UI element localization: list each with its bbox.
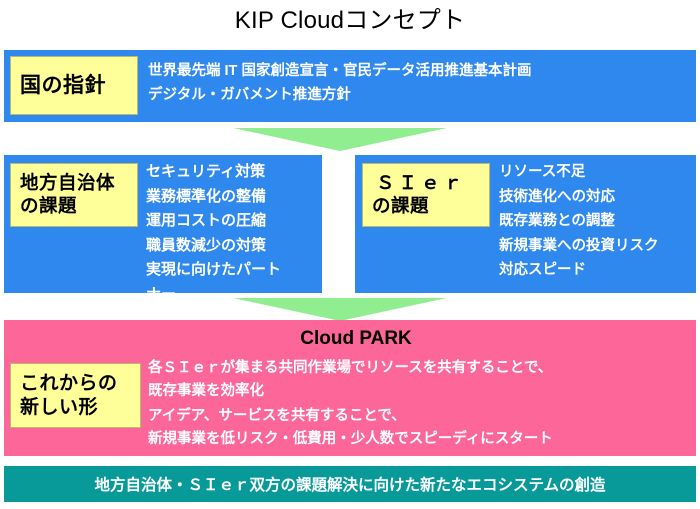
list-item: リソース不足 bbox=[499, 164, 586, 180]
future-form-chip: これからの 新しい形 bbox=[10, 363, 141, 428]
list-item: 既存事業を効率化 bbox=[148, 383, 264, 399]
national-guideline-chip: 国の指針 bbox=[10, 56, 138, 115]
page-title: KIP Cloudコンセプト bbox=[234, 7, 466, 34]
future-form-chip-line-1: これからの bbox=[20, 373, 118, 395]
list-item: 各ＳＩｅｒが集まる共同作業場でリソースを共有することで、 bbox=[148, 360, 553, 376]
list-item: 技術進化への対応 bbox=[499, 188, 615, 205]
list-item: 業務標準化の整備 bbox=[146, 187, 267, 205]
arrow-down-icon-national-to-challenges bbox=[233, 128, 447, 151]
national-guideline-text: 世界最先端 IT 国家創造宣言・官民データ活用推進基本計画 デジタル・ガバメント… bbox=[148, 59, 531, 107]
list-item: 運用コストの圧縮 bbox=[146, 212, 267, 229]
national-guideline-line-1: 世界最先端 IT 国家創造宣言・官民データ活用推進基本計画 bbox=[148, 63, 532, 79]
list-item: 新規事業を低リスク・低費用・少人数でスピーディにスタート bbox=[148, 431, 553, 447]
cloud-park-benefit-block-b: アイデア、サービスを共有することで、 新規事業を低リスク・低費用・少人数でスピー… bbox=[148, 405, 553, 451]
national-guideline-line-2: デジタル・ガバメント推進方針 bbox=[148, 87, 351, 103]
sier-challenges-chip-line-1: ＳＩｅｒ bbox=[376, 172, 467, 194]
footer-band bbox=[4, 466, 696, 502]
list-item: アイデア、サービスを共有することで、 bbox=[148, 408, 406, 424]
sier-challenges-list: リソース不足 技術進化への対応 既存業務との調整 新規事業への投資リスク 対応ス… bbox=[499, 160, 659, 283]
municipal-challenges-chip: 地方自治体 の課題 bbox=[10, 163, 138, 227]
national-guideline-chip-label: 国の指針 bbox=[20, 73, 106, 97]
list-item: セキュリティ対策 bbox=[146, 163, 266, 180]
cloud-park-heading: Cloud PARK bbox=[300, 328, 412, 349]
cloud-park-benefit-block-a: 各ＳＩｅｒが集まる共同作業場でリソースを共有することで、 既存事業を効率化 bbox=[148, 357, 552, 403]
footer-message: 地方自治体・ＳＩｅｒ双方の課題解決に向けた新たなエコシステムの創造 bbox=[94, 477, 606, 494]
municipal-challenges-chip-line-2: の課題 bbox=[20, 195, 78, 216]
municipal-challenges-chip-line-1: 地方自治体 bbox=[20, 172, 116, 194]
sier-challenges-chip: ＳＩｅｒ の課題 bbox=[362, 163, 490, 227]
list-item: 新規事業への投資リスク bbox=[499, 237, 659, 254]
list-item: 職員数減少の対策 bbox=[146, 236, 267, 254]
arrow-down-icon-challenges-to-future bbox=[233, 298, 447, 321]
sier-challenges-chip-line-2: の課題 bbox=[372, 195, 430, 216]
future-form-chip-line-2: 新しい形 bbox=[20, 396, 99, 418]
list-item: 対応スピード bbox=[499, 262, 586, 278]
municipal-challenges-list: セキュリティ対策 業務標準化の整備 運用コストの圧縮 職員数減少の対策 実現に向… bbox=[146, 160, 281, 307]
list-item: 実現に向けたパート bbox=[146, 261, 282, 278]
list-item: ナー bbox=[146, 285, 177, 303]
list-item: 既存業務との調整 bbox=[499, 213, 615, 229]
